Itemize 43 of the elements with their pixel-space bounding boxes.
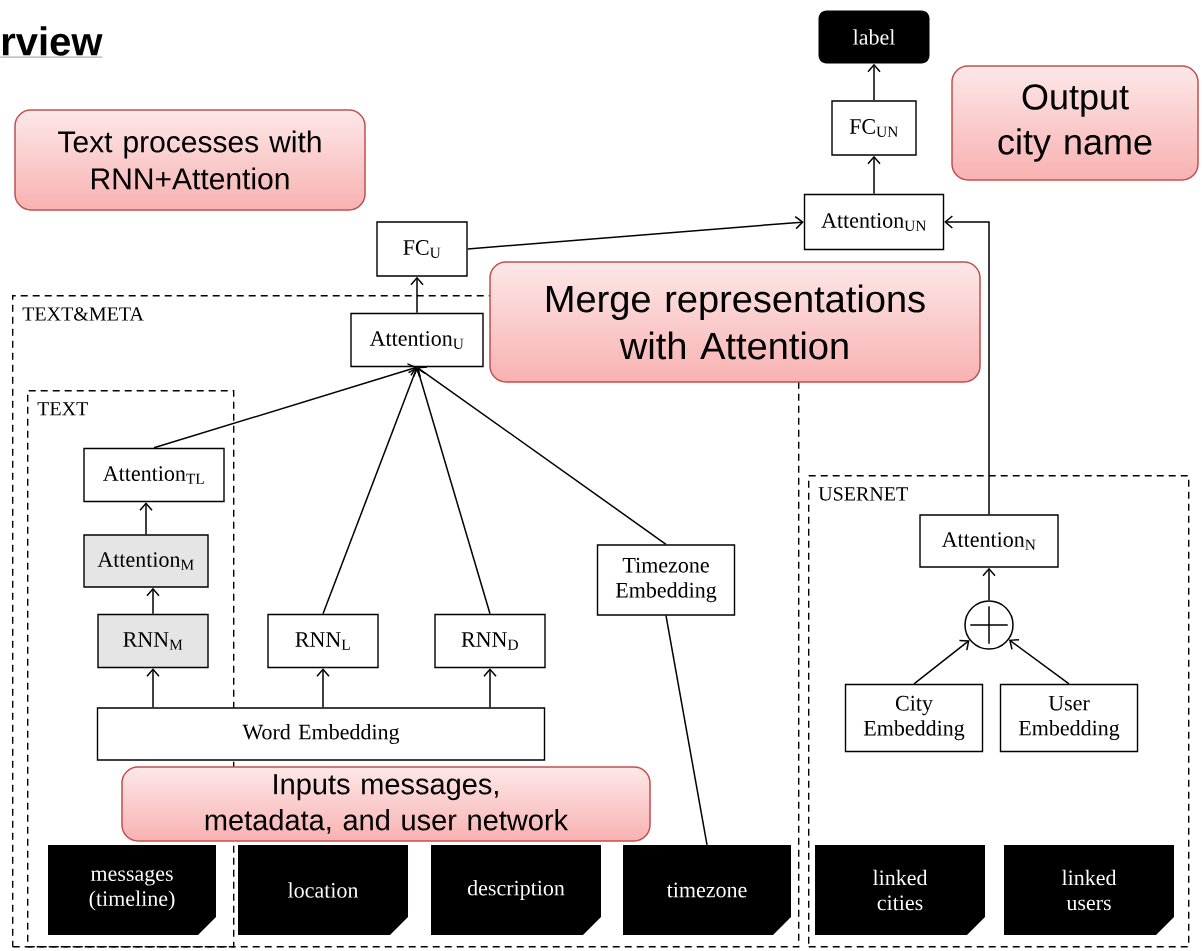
layer-box: Attention$_{TL}$ <box>83 447 225 503</box>
callout-box: Output city name <box>951 65 1199 181</box>
layer-box: Attention$_{N}$ <box>919 514 1059 568</box>
arrow <box>316 668 330 709</box>
sum-circle <box>964 600 1014 650</box>
input-card: linked cities <box>815 845 985 935</box>
arrow <box>412 367 491 615</box>
arrow <box>867 63 881 102</box>
input-card: timezone <box>623 845 791 935</box>
arrow <box>1008 638 1070 685</box>
input-card: linked users <box>1004 845 1174 935</box>
layer-box: Attention$_{UN}$ <box>803 193 945 251</box>
layer-box: Timezone Embedding <box>596 544 736 616</box>
layer-box: RNN$_{L}$ <box>267 613 379 669</box>
arrow <box>913 639 970 685</box>
arrow <box>944 215 990 516</box>
callout-box: Text processes with RNN+Attention <box>14 109 366 211</box>
layer-box: FC$_{UN}$ <box>831 100 917 156</box>
slide-title: rview <box>0 26 103 58</box>
callout-box: Merge representations with Attention <box>489 261 981 383</box>
layer-box: Attention$_{U}$ <box>350 312 484 368</box>
layer-box: City Embedding <box>844 683 984 753</box>
layer-box: RNN$_{M}$ <box>97 613 209 669</box>
arrow <box>410 276 424 314</box>
arrow <box>466 215 804 250</box>
arrow <box>153 363 417 449</box>
arrow <box>139 502 153 536</box>
input-card: messages (timeline) <box>48 845 216 935</box>
input-card: location <box>238 845 408 935</box>
input-card: description <box>431 845 601 935</box>
arrow <box>982 567 996 601</box>
layer-box: RNN$_{D}$ <box>434 613 546 669</box>
arrow <box>322 367 421 615</box>
layer-box: FC$_{U}$ <box>376 221 468 277</box>
arrow <box>867 155 881 195</box>
arrow <box>417 366 667 546</box>
arrow <box>146 668 160 709</box>
output-box: label <box>818 10 930 64</box>
arrow <box>483 668 497 709</box>
layer-box: Word Embedding <box>96 707 546 761</box>
arrow <box>146 587 160 615</box>
layer-box: User Embedding <box>999 683 1139 753</box>
layer-box: Attention$_{M}$ <box>83 534 209 588</box>
